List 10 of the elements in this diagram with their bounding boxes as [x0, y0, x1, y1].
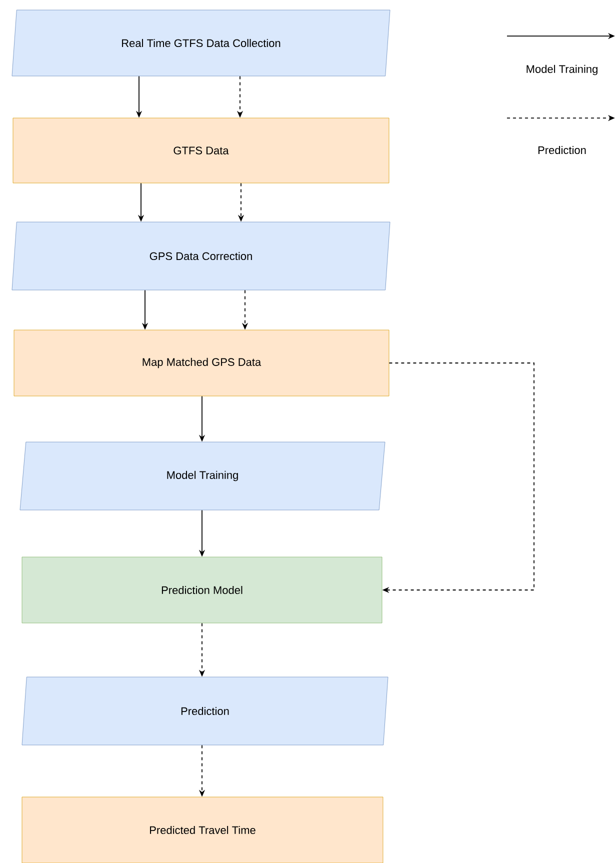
process-box: GTFS Data: [12, 118, 390, 184]
data-parallelogram: Real Time GTFS Data Collection: [12, 10, 390, 76]
legend-label: Model Training: [526, 64, 598, 76]
process-box: Map Matched GPS Data: [14, 330, 390, 396]
data-parallelogram: Prediction: [22, 676, 388, 746]
data-parallelogram: GPS Data Correction: [12, 222, 390, 290]
data-parallelogram: Model Training: [20, 442, 386, 510]
legend-label: Prediction: [538, 146, 586, 154]
process-box: Predicted Travel Time: [22, 796, 384, 863]
process-box: Prediction Model: [22, 556, 382, 624]
